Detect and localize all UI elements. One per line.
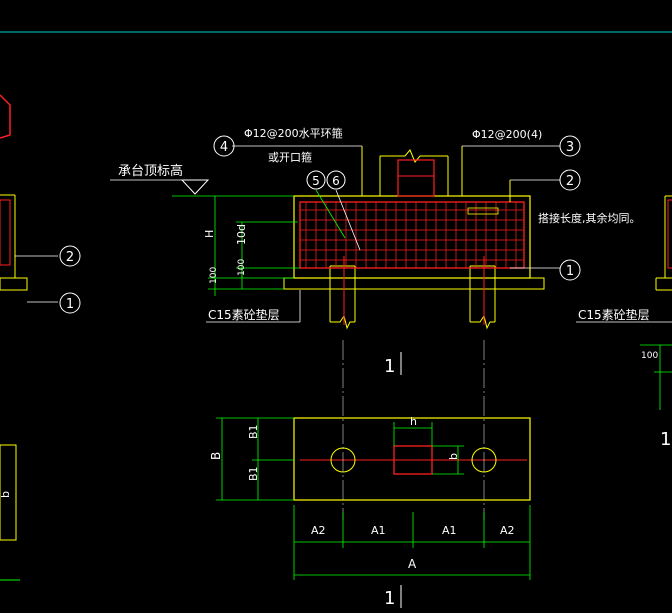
plan-outline [293, 417, 531, 501]
callout-5-text: 5 [312, 174, 320, 188]
callout-6 [326, 170, 346, 190]
callout-4-text: 4 [220, 140, 228, 155]
left-partial-detail [0, 94, 58, 581]
label-rebar-horizontal-ring: Φ12@200水平环箍 [244, 126, 343, 140]
dim-A1-right: A1 [442, 524, 457, 537]
section-mark-mid: 1 [384, 356, 395, 377]
dim-A2-right: A2 [500, 524, 515, 537]
dim-100-right: 100 [641, 351, 658, 361]
callout-5 [306, 170, 326, 190]
callout-4 [213, 135, 235, 157]
callout-1-right [559, 259, 581, 281]
label-rebar-4: Φ12@200(4) [472, 128, 542, 141]
right-partial-detail [576, 195, 672, 410]
dim-B: B [209, 452, 223, 460]
pile-right [469, 256, 496, 330]
dim-A1-left: A1 [371, 524, 386, 537]
elevation-triangle [180, 179, 210, 195]
plan-view [216, 340, 531, 580]
cushion-layer [283, 277, 545, 290]
dim-100-a: 100 [209, 267, 219, 284]
dim-B1-top: B1 [247, 424, 260, 439]
dim-100-b: 100 [237, 259, 247, 276]
dim-10d: 10d [235, 224, 248, 245]
dim-H: H [203, 230, 216, 238]
dim-b: b [447, 453, 460, 460]
label-cushion-right: C15素砼垫层 [578, 307, 650, 322]
section-mark-right-partial: 1 [660, 429, 671, 450]
callout-2-left [59, 245, 81, 267]
dim-h: h [410, 415, 417, 428]
callout-2-left-text: 2 [66, 250, 74, 265]
callout-2-right [559, 169, 581, 191]
plan-column [393, 445, 433, 475]
pile-left [329, 256, 356, 330]
label-or-open-hoop: 或开口箍 [268, 150, 312, 164]
callout-2-right-text: 2 [566, 174, 574, 189]
vertical-dimensions [208, 196, 300, 296]
callout-6-text: 6 [332, 174, 340, 188]
dim-B1-bottom: B1 [247, 466, 260, 481]
label-cushion-mid: C15素砼垫层 [208, 307, 280, 322]
section-mark-bottom: 1 [384, 588, 395, 609]
callout-1-left [59, 292, 81, 314]
callout-1-right-text: 1 [566, 264, 574, 279]
dim-A2-left: A2 [311, 524, 326, 537]
label-anchor-length-note: 搭接长度,其余均同。 [538, 211, 641, 225]
callout-3 [559, 135, 581, 157]
dim-A: A [408, 557, 417, 571]
rebar-mesh [300, 202, 524, 268]
label-cap-top-elevation: 承台顶标高 [118, 163, 183, 179]
callout-1-left-text: 1 [66, 297, 74, 312]
cap-section [232, 145, 560, 330]
dim-b-left-partial: b [0, 491, 12, 498]
callout-3-text: 3 [566, 140, 574, 155]
